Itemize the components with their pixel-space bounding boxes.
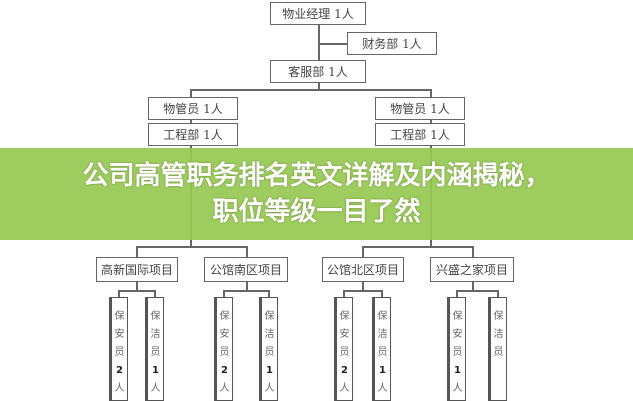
- connector: [318, 24, 320, 60]
- connector: [456, 290, 498, 292]
- connector: [246, 282, 248, 290]
- connector: [497, 290, 499, 297]
- staff-role-char: 员: [377, 347, 388, 358]
- staff-unit: 人: [339, 383, 350, 394]
- staff-unit: 人: [452, 383, 463, 394]
- staff-unit: 人: [264, 383, 275, 394]
- connector: [472, 282, 474, 290]
- connector: [190, 89, 192, 97]
- connector: [472, 246, 474, 257]
- connector: [154, 290, 156, 297]
- banner-title-line2: 职位等级一目了然: [212, 197, 421, 227]
- node-property-manager: 物业经理 1人: [270, 2, 366, 25]
- connector: [190, 89, 430, 91]
- staff-node: 保洁员 1 人: [145, 297, 164, 401]
- connector: [343, 290, 382, 292]
- staff-role-char: 洁: [150, 329, 161, 340]
- staff-role-char: 员: [493, 347, 504, 358]
- connector: [246, 246, 248, 257]
- staff-count: 2: [221, 365, 228, 376]
- connector: [268, 290, 270, 297]
- staff-role-char: 安: [114, 329, 125, 340]
- staff-role-char: 洁: [493, 329, 504, 340]
- banner-title-line1: 公司高管职务排名英文详解及内涵揭秘，: [82, 161, 551, 191]
- staff-role-char: 保: [150, 311, 161, 322]
- staff-role-char: 员: [339, 347, 350, 358]
- node-engineering-right: 工程部 1人: [375, 123, 465, 146]
- node-finance: 财务部 1人: [347, 32, 437, 55]
- staff-count: 1: [454, 365, 461, 376]
- staff-unit: 人: [114, 383, 125, 394]
- connector: [118, 290, 120, 297]
- staff-role-char: 保: [219, 311, 230, 322]
- staff-node: 保洁员 1 人: [372, 297, 391, 401]
- connector: [223, 290, 269, 292]
- connector: [136, 282, 138, 290]
- staff-role-char: 安: [219, 329, 230, 340]
- staff-count: 1: [379, 365, 386, 376]
- staff-node: 保安员 2 人: [214, 297, 233, 401]
- node-customer-service: 客服部 1人: [270, 60, 366, 83]
- connector: [343, 290, 345, 297]
- staff-role-char: 安: [452, 329, 463, 340]
- staff-unit: 人: [377, 383, 388, 394]
- connector: [430, 89, 432, 97]
- staff-count: 1: [266, 365, 273, 376]
- staff-count: 2: [341, 365, 348, 376]
- project-node: 公馆南区项目: [204, 257, 288, 282]
- staff-role-char: 员: [219, 347, 230, 358]
- title-banner: 公司高管职务排名英文详解及内涵揭秘， 职位等级一目了然: [0, 148, 633, 240]
- node-manager-left: 物管员 1人: [148, 97, 238, 120]
- connector: [362, 282, 364, 290]
- project-node: 公馆北区项目: [322, 257, 404, 282]
- staff-node: 保安员 1 人: [447, 297, 466, 401]
- connector: [118, 290, 155, 292]
- connector: [456, 290, 458, 297]
- connector: [318, 43, 348, 45]
- staff-node: 保洁员 1 人: [259, 297, 278, 401]
- staff-unit: 人: [219, 383, 230, 394]
- staff-role-char: 保: [452, 311, 463, 322]
- connector: [318, 82, 320, 90]
- staff-role-char: 保: [493, 311, 504, 322]
- staff-node: 保安员 2 人: [334, 297, 353, 401]
- connector: [362, 246, 364, 257]
- connector: [223, 290, 225, 297]
- staff-role-char: 安: [339, 329, 350, 340]
- staff-unit: 人: [150, 383, 161, 394]
- staff-role-char: 员: [150, 347, 161, 358]
- node-manager-right: 物管员 1人: [375, 97, 465, 120]
- connector: [136, 246, 247, 248]
- staff-role-char: 保: [377, 311, 388, 322]
- staff-role-char: 保: [339, 311, 350, 322]
- staff-role-char: 员: [452, 347, 463, 358]
- connector: [190, 119, 192, 123]
- staff-role-char: 保: [114, 311, 125, 322]
- staff-role-char: 洁: [377, 329, 388, 340]
- connector: [362, 246, 473, 248]
- staff-role-char: 保: [264, 311, 275, 322]
- staff-count: 1: [152, 365, 159, 376]
- node-engineering-left: 工程部 1人: [148, 123, 238, 146]
- staff-node: 保洁员: [488, 297, 507, 401]
- connector: [381, 290, 383, 297]
- staff-role-char: 员: [264, 347, 275, 358]
- connector: [430, 119, 432, 123]
- connector: [136, 246, 138, 257]
- project-node: 兴盛之家项目: [430, 257, 514, 282]
- staff-role-char: 洁: [264, 329, 275, 340]
- project-node: 高新国际项目: [96, 257, 178, 282]
- staff-role-char: 员: [114, 347, 125, 358]
- staff-node: 保安员 2 人: [109, 297, 128, 401]
- staff-count: 2: [116, 365, 123, 376]
